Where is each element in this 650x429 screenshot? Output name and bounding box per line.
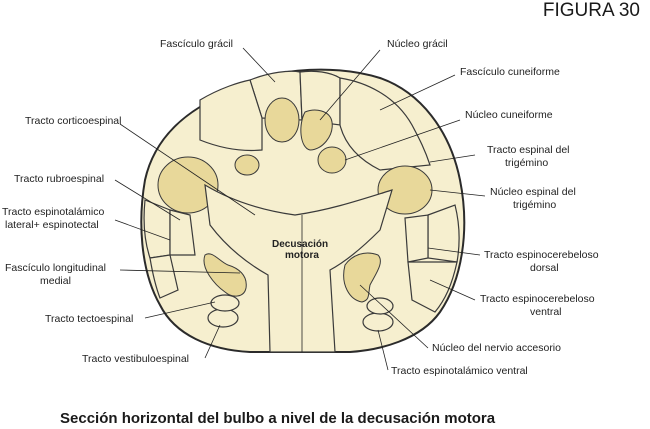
- label-tracto-espinal-trigemino-2: trigémino: [505, 157, 548, 169]
- leader-tracto-tectoespinal: [144, 301, 216, 319]
- label-espinocerebeloso-dorsal-2: dorsal: [530, 262, 559, 274]
- region-espinotalamico-ventral-right: [362, 312, 394, 332]
- label-tracto-espinal-trigemino-1: Tracto espinal del: [487, 144, 570, 156]
- leader-tracto-corticoespinal: [119, 123, 256, 216]
- nucleus-nervio-accesorio-right: [343, 252, 381, 303]
- label-nucleo-espinal-trigemino-1: Núcleo espinal del: [490, 186, 576, 198]
- label-fasciculo-longitudinal-2: medial: [40, 275, 71, 287]
- label-fasciculo-gracil: Fascículo grácil: [160, 38, 233, 50]
- label-espinotalamico-lateral-1: Tracto espinotalámico: [2, 206, 104, 218]
- leader-espinotalamico-lateral: [114, 219, 171, 241]
- label-nucleo-nervio-accesorio: Núcleo del nervio accesorio: [432, 342, 561, 354]
- leader-nucleo-cuneiforme: [344, 119, 461, 161]
- region-tectoespinal-left: [210, 294, 240, 312]
- leader-fasciculo-longitudinal: [119, 269, 241, 274]
- region-espinocerebeloso-ventral-right: [407, 261, 458, 313]
- leader-fasciculo-gracil: [242, 47, 276, 83]
- nucleus-gracil-right: [300, 109, 333, 151]
- region-decusacion-motora: [204, 183, 393, 353]
- label-decusacion-2: motora: [285, 250, 319, 261]
- label-espinocerebeloso-dorsal-1: Tracto espinocerebeloso: [484, 249, 599, 261]
- leader-espinocerebeloso-ventral: [429, 279, 476, 301]
- label-espinotalamico-lateral-2: lateral+ espinotectal: [5, 219, 99, 231]
- region-lateral-right-1: [427, 204, 460, 263]
- label-fasciculo-cuneiforme: Fascículo cuneiforme: [460, 66, 560, 78]
- label-nucleo-gracil: Núcleo grácil: [387, 38, 448, 50]
- leader-nucleo-gracil: [319, 49, 381, 121]
- label-fasciculo-longitudinal-1: Fascículo longitudinal: [5, 262, 106, 274]
- leader-tracto-vestibuloespinal: [204, 324, 221, 359]
- label-nucleo-cuneiforme: Núcleo cuneiforme: [465, 109, 553, 121]
- region-lateral-right-2: [404, 214, 429, 263]
- figure-caption: Sección horizontal del bulbo a nivel de …: [60, 410, 496, 427]
- region-vestibuloespinal-left: [207, 308, 239, 328]
- region-espinotalamico-lateral-left: [143, 199, 171, 259]
- label-espinocerebeloso-ventral-1: Tracto espinocerebeloso: [480, 293, 595, 305]
- label-tracto-rubroespinal: Tracto rubroespinal: [14, 173, 104, 185]
- nucleus-cuneiforme-right: [317, 146, 347, 174]
- leader-nucleo-nervio-accesorio: [359, 284, 429, 349]
- leader-tracto-rubroespinal: [114, 179, 181, 221]
- label-tracto-corticoespinal: Tracto corticoespinal: [25, 115, 121, 127]
- region-fasciculo-cuneiforme-right: [339, 77, 431, 171]
- leader-espinocerebeloso-dorsal: [427, 247, 481, 256]
- nucleus-cuneiforme-left: [234, 154, 260, 176]
- region-rubroespinal-left: [149, 254, 179, 299]
- leader-nucleo-espinal-trigemino: [429, 189, 486, 197]
- label-nucleo-espinal-trigemino-2: trigémino: [513, 199, 556, 211]
- nucleus-espinal-trigemino-left: [157, 156, 219, 214]
- region-fasciculo-cuneiforme-left: [199, 79, 263, 152]
- label-tracto-vestibuloespinal: Tracto vestibuloespinal: [82, 353, 189, 365]
- label-tracto-tectoespinal: Tracto tectoespinal: [45, 313, 133, 325]
- figure-label: FIGURA 30: [542, 0, 640, 21]
- label-espinotalamico-ventral: Tracto espinotalámico ventral: [391, 365, 528, 377]
- label-decusacion-1: Decusación: [272, 239, 328, 250]
- nucleus-fasciculo-longitudinal-left: [203, 253, 247, 297]
- leader-fasciculo-cuneiforme: [379, 74, 456, 111]
- label-espinocerebeloso-ventral-2: ventral: [530, 306, 562, 318]
- nucleus-gracil-left: [264, 97, 300, 143]
- leader-tracto-espinal-trigemino: [429, 154, 476, 163]
- leader-espinotalamico-ventral: [377, 329, 389, 371]
